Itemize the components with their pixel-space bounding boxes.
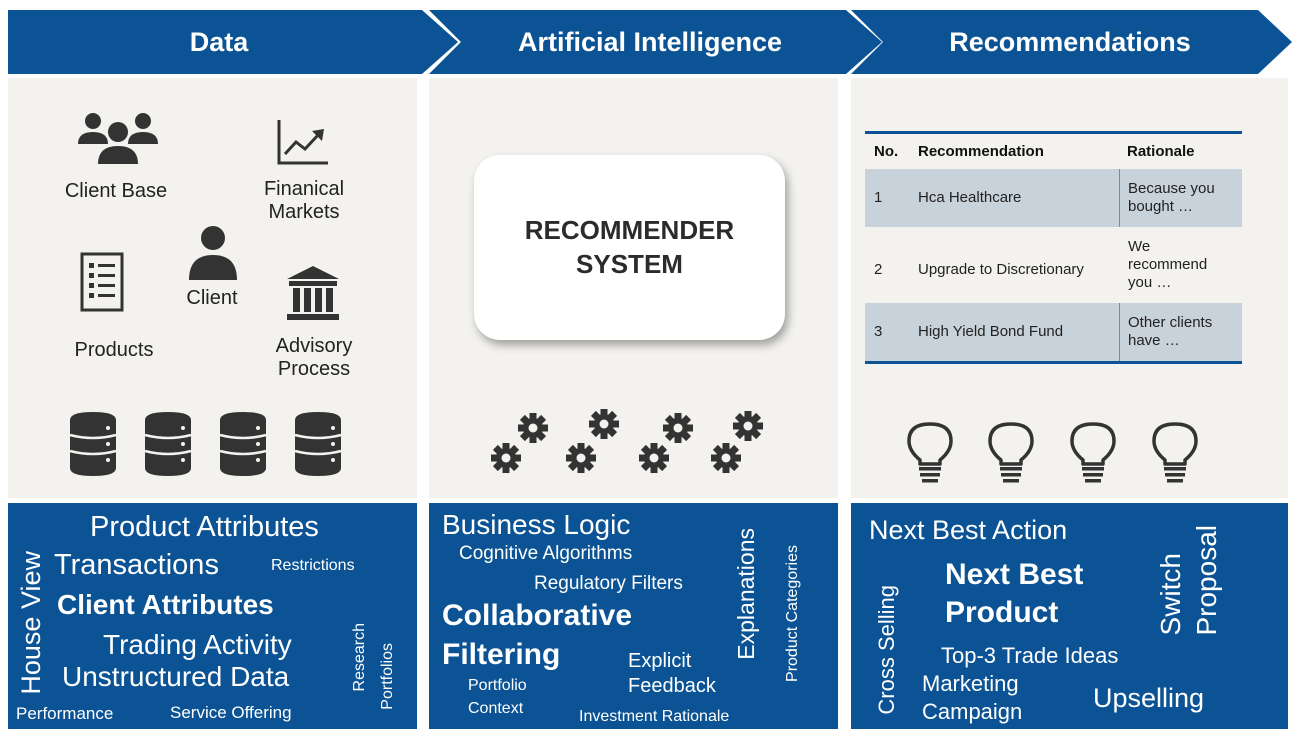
- row-recommendation: High Yield Bond Fund: [918, 323, 1064, 340]
- word-transactions: Transactions: [54, 549, 219, 581]
- word-marketing: Marketing: [922, 671, 1019, 696]
- banner-chevrons: [8, 10, 1292, 74]
- financial-markets-label-line1: Finanical: [263, 178, 345, 200]
- recommendations-word-cloud: Next Best Action Next Best Product Switc…: [851, 503, 1288, 729]
- word-product: Product: [945, 596, 1059, 629]
- banner-ai-title: Artificial Intelligence: [517, 27, 783, 57]
- row-no: 2: [874, 261, 883, 278]
- lightbulb-icon: [1070, 422, 1116, 483]
- row-rationale-line2: bought …: [1128, 198, 1194, 215]
- recommender-title-line2: SYSTEM: [576, 249, 683, 279]
- word-trading-activity: Trading Activity: [103, 629, 292, 660]
- client-base-label: Client Base: [64, 180, 168, 202]
- products-label: Products: [74, 339, 154, 361]
- ai-word-cloud: Business Logic Cognitive Algorithms Regu…: [429, 503, 838, 729]
- word-product-attributes: Product Attributes: [90, 511, 319, 543]
- table-top-rule: [865, 131, 1242, 134]
- banner-data-title: Data: [189, 27, 249, 57]
- word-unstructured-data: Unstructured Data: [62, 661, 290, 692]
- advisory-process-label-line1: Advisory: [275, 335, 353, 357]
- recommendations-panel-bg: [851, 78, 1288, 498]
- recommender-title-line1: RECOMMENDER: [524, 215, 735, 245]
- word-portfolios: Portfolios: [379, 643, 396, 710]
- database-icon: [69, 412, 117, 476]
- word-portfolio: Portfolio: [468, 677, 527, 694]
- word-restrictions: Restrictions: [271, 557, 355, 574]
- word-cognitive-algorithms: Cognitive Algorithms: [459, 543, 633, 564]
- advisory-process-label-line2: Process: [277, 358, 351, 380]
- row-no: 3: [874, 323, 883, 340]
- column-divider: [1119, 303, 1120, 361]
- word-explicit: Explicit: [628, 650, 692, 672]
- word-explanations: Explanations: [733, 528, 759, 660]
- recommender-system-card: RECOMMENDER SYSTEM: [474, 155, 785, 340]
- products-icon: [80, 252, 124, 312]
- row-rationale-line3: you …: [1128, 274, 1172, 291]
- advisory-process-icon: [287, 266, 339, 320]
- financial-markets-icon: [277, 120, 328, 165]
- database-icon: [144, 412, 192, 476]
- word-filtering: Filtering: [442, 638, 561, 671]
- row-rationale-line1: Because you: [1128, 180, 1215, 197]
- gears-icon: [491, 409, 763, 473]
- row-rationale-line1: We: [1128, 238, 1151, 255]
- word-service-offering: Service Offering: [170, 703, 292, 722]
- word-upselling: Upselling: [1093, 683, 1205, 713]
- client-base-icon: [78, 113, 158, 164]
- database-icon: [219, 412, 267, 476]
- lightbulb-icon: [988, 422, 1034, 483]
- word-product-categories: Product Categories: [784, 545, 801, 682]
- word-collaborative: Collaborative: [442, 599, 633, 632]
- row-no: 1: [874, 189, 883, 206]
- word-client-attributes: Client Attributes: [57, 589, 274, 620]
- database-icon: [294, 412, 342, 476]
- row-recommendation: Upgrade to Discretionary: [918, 261, 1084, 278]
- banner-recommendations-title: Recommendations: [949, 27, 1191, 57]
- banner-data-shape: [8, 10, 458, 74]
- word-cross-selling: Cross Selling: [874, 585, 899, 715]
- word-performance: Performance: [16, 704, 114, 723]
- word-proposal: Proposal: [1191, 525, 1222, 636]
- word-research: Research: [351, 623, 368, 692]
- word-next-best: Next Best: [945, 558, 1084, 591]
- word-switch: Switch: [1155, 553, 1186, 636]
- word-investment-rationale: Investment Rationale: [579, 708, 730, 725]
- financial-markets-label-line2: Markets: [268, 201, 340, 223]
- column-divider: [1119, 169, 1120, 227]
- word-campaign: Campaign: [922, 699, 1023, 724]
- word-regulatory-filters: Regulatory Filters: [534, 573, 683, 594]
- word-context: Context: [468, 700, 524, 717]
- word-next-best-action: Next Best Action: [869, 515, 1068, 545]
- row-rationale-line2: have …: [1128, 332, 1180, 349]
- table-row[interactable]: 2 Upgrade to Discretionary We recommend …: [865, 235, 1242, 293]
- table-header-recommendation: Recommendation: [918, 143, 1044, 160]
- banner-rec-shape: [851, 10, 1292, 74]
- table-bottom-rule: [865, 361, 1242, 364]
- row-rationale-line2: recommend: [1128, 256, 1208, 273]
- table-header-rationale: Rationale: [1127, 143, 1195, 160]
- word-feedback: Feedback: [628, 675, 716, 697]
- client-icon: [189, 226, 237, 280]
- lightbulb-icon: [907, 422, 953, 483]
- word-house-view: House View: [16, 551, 46, 695]
- lightbulb-icon: [1152, 422, 1198, 483]
- row-rationale-line1: Other clients: [1128, 314, 1213, 331]
- table-row[interactable]: 3 High Yield Bond Fund Other clients hav…: [865, 303, 1242, 361]
- table-header-no: No.: [874, 143, 899, 160]
- recommender-system-title: RECOMMENDER SYSTEM: [474, 213, 785, 281]
- table-row[interactable]: 1 Hca Healthcare Because you bought …: [865, 169, 1242, 227]
- client-label: Client: [186, 287, 238, 309]
- banner-ai-shape: [429, 10, 882, 74]
- row-recommendation: Hca Healthcare: [918, 189, 1022, 206]
- word-business-logic: Business Logic: [442, 509, 631, 540]
- data-word-cloud: Product Attributes Transactions Restrict…: [8, 503, 417, 729]
- word-top-3-trade-ideas: Top-3 Trade Ideas: [941, 643, 1119, 668]
